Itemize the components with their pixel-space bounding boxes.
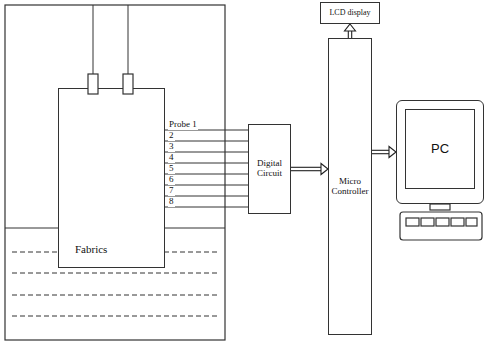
probe-label: 5 xyxy=(168,164,175,174)
node-label: Micro Controller xyxy=(331,177,369,197)
probe-wire xyxy=(165,163,248,164)
hanger-wires xyxy=(93,5,128,74)
node-label: Fabrics xyxy=(75,243,107,255)
keyboard xyxy=(400,204,482,240)
probe-label: 7 xyxy=(168,186,175,196)
node-label: Digital Circuit xyxy=(251,159,288,179)
data-arrow xyxy=(291,164,328,175)
probe-wire xyxy=(165,207,248,208)
process-box: Micro Controller xyxy=(328,38,372,335)
water-tank xyxy=(5,5,225,340)
computer-monitor: PC xyxy=(396,100,484,204)
probe-label: 6 xyxy=(168,175,175,185)
display-box: LCD display xyxy=(320,2,380,24)
monitor-screen: PC xyxy=(405,109,475,189)
node-label: PC xyxy=(431,142,449,156)
data-arrow xyxy=(372,147,396,158)
probe-wire xyxy=(165,130,248,131)
probe-label: 2 xyxy=(168,131,175,141)
probe-label: 8 xyxy=(168,197,175,207)
probe-wire xyxy=(165,152,248,153)
probe-wire xyxy=(165,174,248,175)
probe-wire xyxy=(165,141,248,142)
fabric-sample: Fabrics xyxy=(58,88,165,268)
probe-label: Probe 1 xyxy=(168,120,198,130)
probe-wire xyxy=(165,196,248,197)
process-box: Digital Circuit xyxy=(248,124,291,214)
node-label: LCD display xyxy=(329,9,370,18)
probe-label: 3 xyxy=(168,142,175,152)
data-arrow xyxy=(345,24,356,38)
probe-label: 4 xyxy=(168,153,175,163)
probe-wire xyxy=(165,185,248,186)
